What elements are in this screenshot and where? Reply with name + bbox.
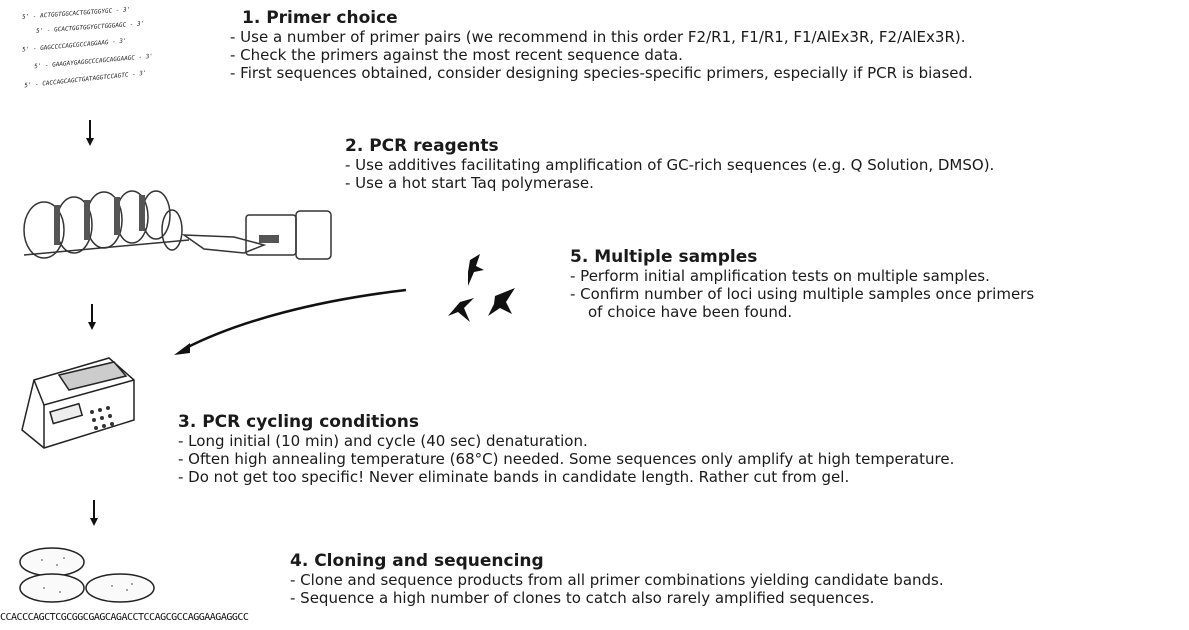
petri-dishes-image: [19, 547, 155, 603]
step-line: - Use a number of primer pairs (we recom…: [230, 28, 966, 46]
step-pcr-cycling-conditions: 3. PCR cycling conditions - Long initial…: [178, 412, 954, 486]
step-line: - Sequence a high number of clones to ca…: [290, 589, 875, 607]
thermocycler-image: [21, 357, 135, 449]
step-line: of choice have been found.: [588, 303, 793, 321]
primer-sequence-3: 5' - GAGCCCCAGCGCCAGGAAG - 3': [21, 37, 127, 54]
birds-image: [448, 254, 515, 322]
step-primer-choice: 1. Primer choice - Use a number of prime…: [230, 8, 973, 82]
step-line: - Use additives facilitating amplificati…: [345, 156, 995, 174]
primer-sequence-5: 5' - CACCAGCAGCTGATAGGTCCAGTC - 3': [23, 69, 147, 90]
primer-sequence-4: 5' - GAAGAYGAGGCCCAGCAGGAAGC - 3': [33, 52, 154, 71]
step-line: - Check the primers against the most rec…: [230, 46, 683, 64]
step-line: - Clone and sequence products from all p…: [290, 571, 944, 589]
down-arrow-icon: [88, 304, 96, 330]
primer-sequences-image: 5' - ACTGGTGGCACTGGTGGYGC - 3' 5' - GCAC…: [21, 6, 172, 93]
step-line: - Confirm number of loci using multiple …: [570, 285, 1035, 303]
pipettes-image: [23, 190, 332, 260]
step-title: 4. Cloning and sequencing: [290, 551, 544, 571]
down-arrow-icon: [86, 120, 94, 146]
primer-sequence-2: 5' - GCACTGGTGGYGCTGGGAGC - 3': [35, 20, 145, 35]
step-pcr-reagents: 2. PCR reagents - Use additives facilita…: [345, 136, 994, 192]
step-line: - Use a hot start Taq polymerase.: [345, 174, 594, 192]
step-cloning-and-sequencing: 4. Cloning and sequencing - Clone and se…: [290, 551, 944, 607]
step-line: - Often high annealing temperature (68°C…: [178, 450, 955, 468]
curved-arrow-icon: [174, 288, 407, 355]
dna-sequence: CCACCCAGCTCGCGGCGAGCAGACCTCCAGCGCCAGGAAG…: [0, 612, 249, 623]
step-title: 2. PCR reagents: [345, 136, 499, 156]
step-title: 3. PCR cycling conditions: [178, 412, 419, 432]
step-line: - First sequences obtained, consider des…: [230, 64, 973, 82]
step-line: - Perform initial amplification tests on…: [570, 267, 990, 285]
primer-sequence-1: 5' - ACTGGTGGCACTGGTGGYGC - 3': [21, 6, 131, 21]
step-title: 5. Multiple samples: [570, 247, 758, 267]
step-line: - Do not get too specific! Never elimina…: [178, 468, 850, 486]
step-line: - Long initial (10 min) and cycle (40 se…: [178, 432, 588, 450]
step-title: 1. Primer choice: [242, 8, 398, 28]
step-multiple-samples: 5. Multiple samples - Perform initial am…: [570, 247, 1034, 321]
down-arrow-icon: [90, 500, 98, 526]
